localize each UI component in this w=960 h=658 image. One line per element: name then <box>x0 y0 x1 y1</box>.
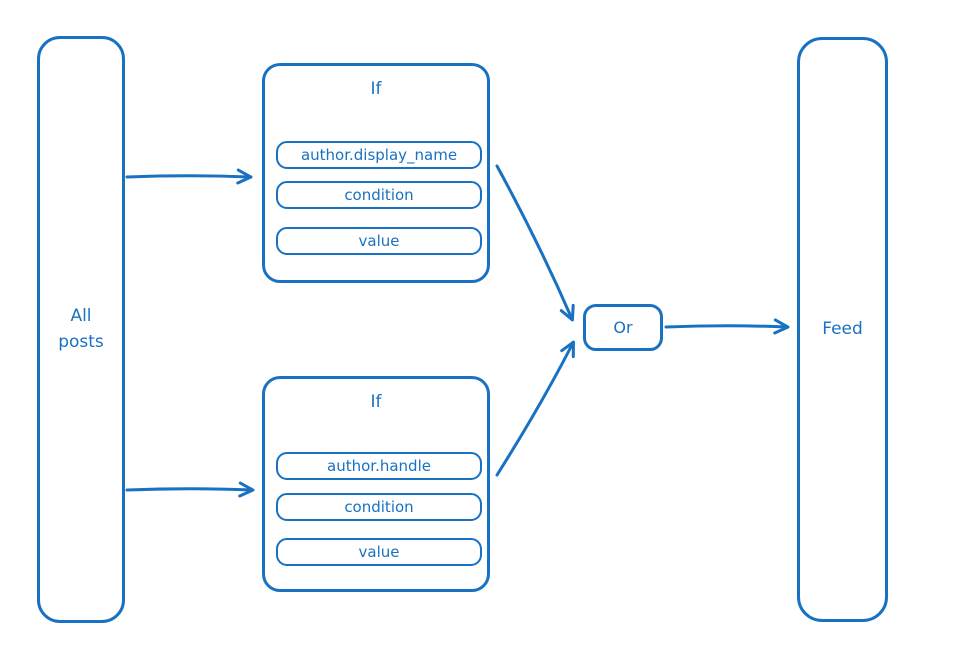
all-posts-label: All posts <box>58 304 104 355</box>
arrow-all-posts-to-if-bottom <box>125 481 255 498</box>
if-top-field-condition: condition <box>276 181 482 209</box>
arrow-if-bottom-to-or <box>495 340 575 477</box>
node-or: Or <box>583 304 663 351</box>
node-all-posts: All posts <box>37 36 125 623</box>
if-bottom-field-condition: condition <box>276 493 482 521</box>
node-if-bottom: If author.handle condition value <box>262 376 490 592</box>
node-if-top: If author.display_name condition value <box>262 63 490 283</box>
if-top-title: If <box>370 79 382 99</box>
arrow-if-top-to-or <box>495 164 575 322</box>
all-posts-label-line1: All <box>70 306 92 326</box>
if-bottom-field-value: value <box>276 538 482 566</box>
node-feed: Feed <box>797 37 888 622</box>
arrow-all-posts-to-if-top <box>125 168 253 185</box>
arrow-or-to-feed <box>664 318 790 335</box>
if-top-field-value: value <box>276 227 482 255</box>
or-label: Or <box>613 318 633 337</box>
if-bottom-title: If <box>370 392 382 412</box>
if-top-field-subject: author.display_name <box>276 141 482 169</box>
if-bottom-field-subject: author.handle <box>276 452 482 480</box>
feed-label: Feed <box>822 318 863 339</box>
all-posts-label-line2: posts <box>58 331 104 352</box>
